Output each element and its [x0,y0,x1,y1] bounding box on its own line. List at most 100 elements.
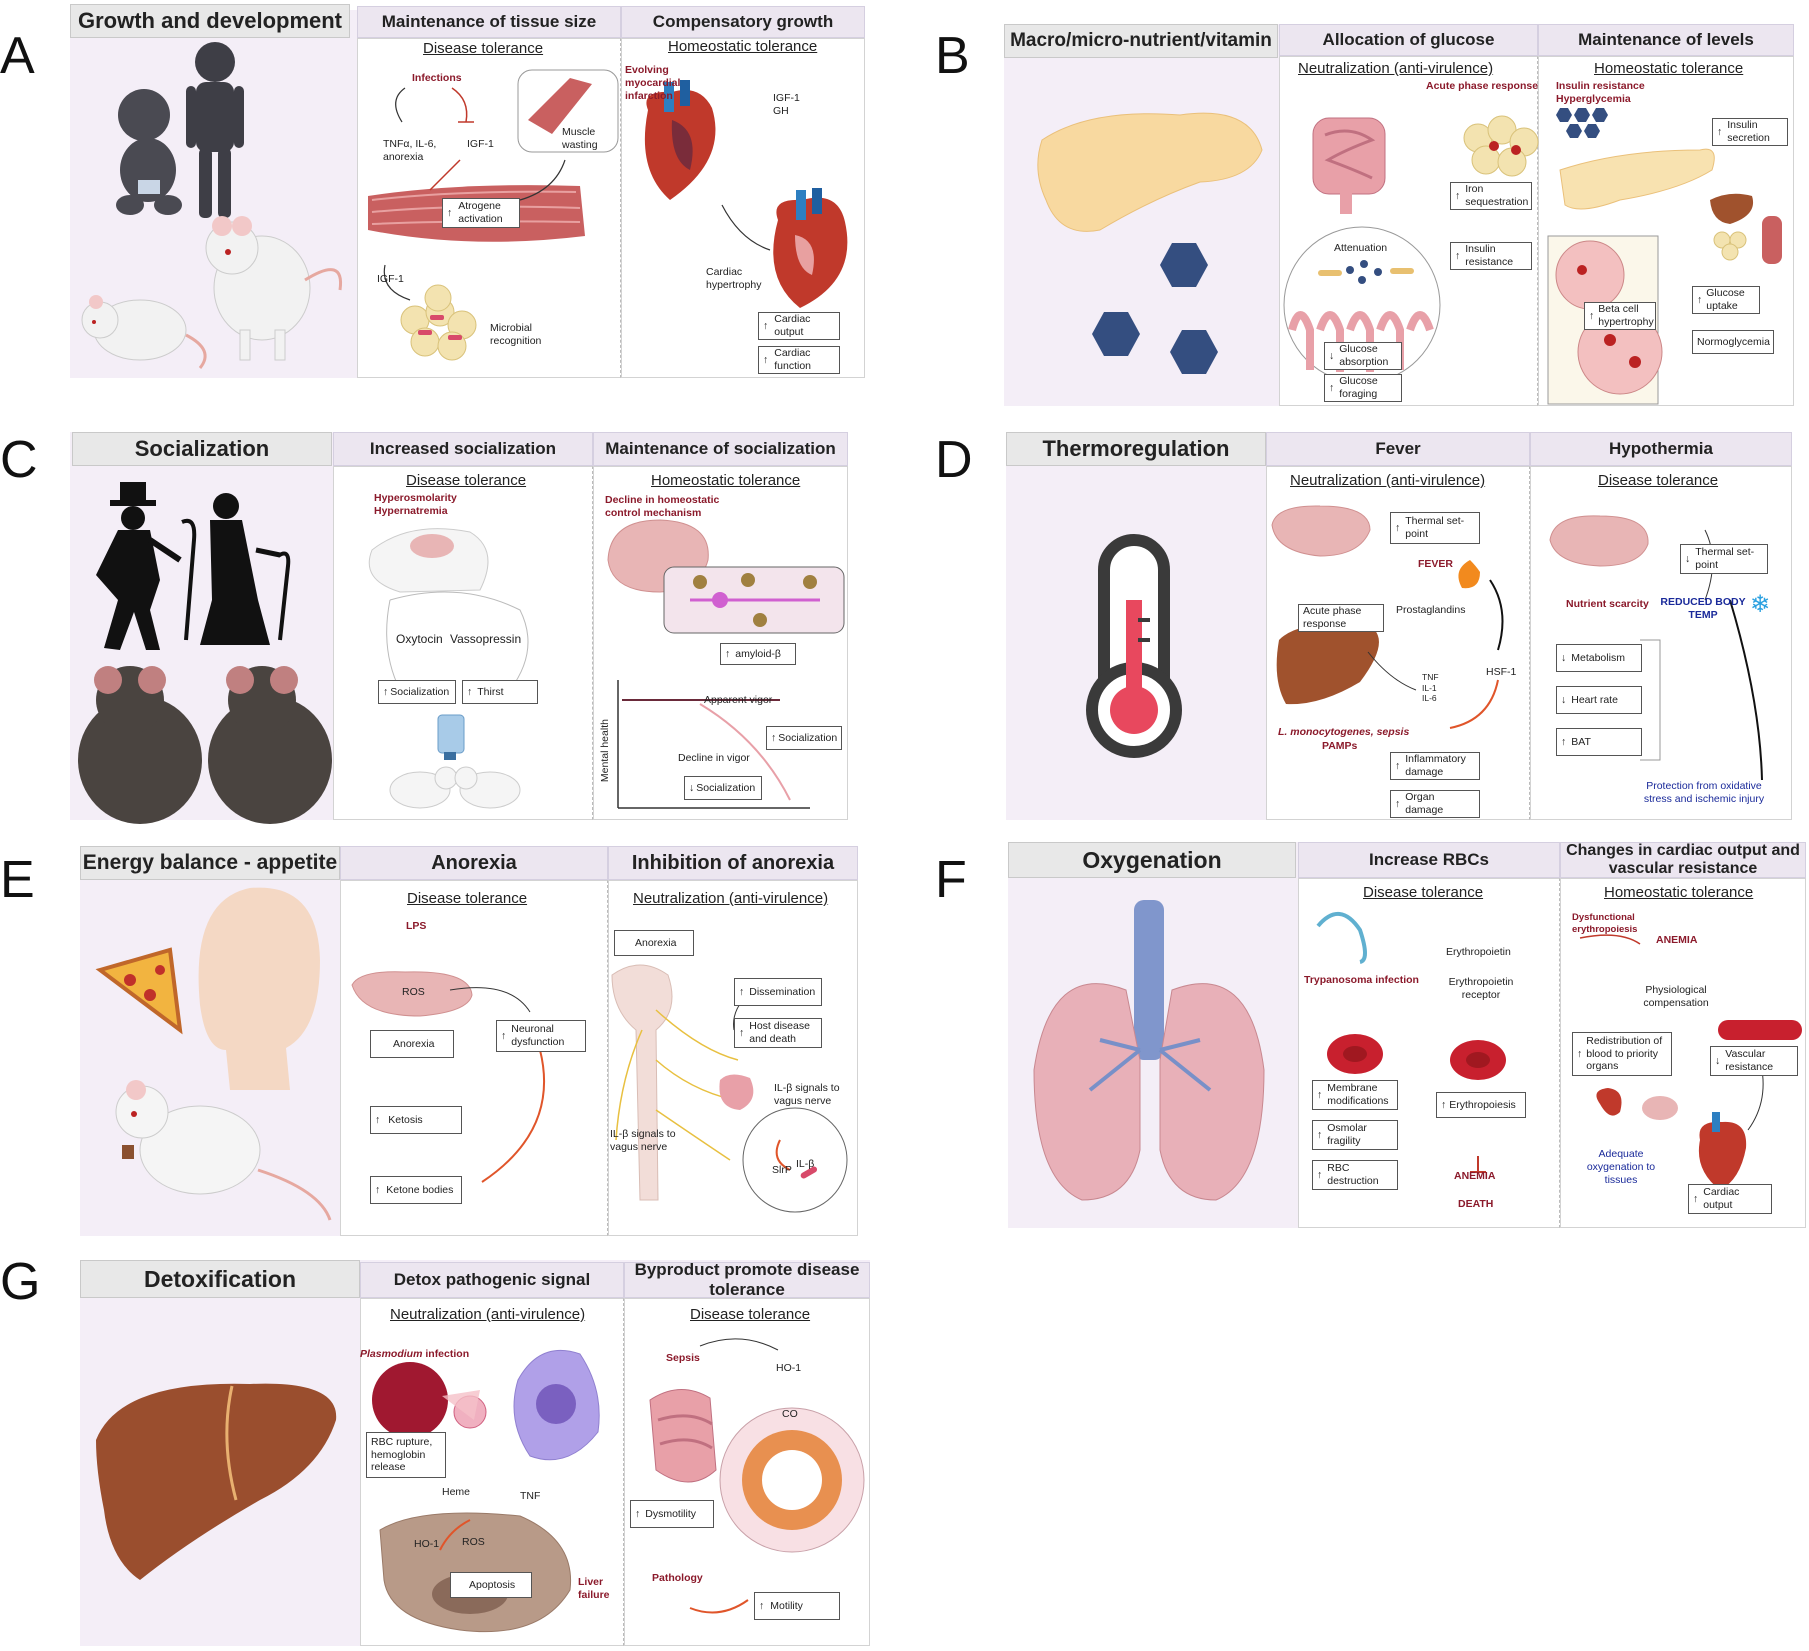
f-rbcd-box: ↑ RBC destruction [1312,1160,1398,1190]
e-ilb2: IL-β signals to vagus nerve [610,1128,676,1154]
hexagon-icon-3 [1170,330,1218,374]
panel-letter-c: C [0,431,38,489]
d-metab-box: ↓ Metabolism [1556,644,1642,672]
d-protect: Protection from oxidative stress and isc… [1643,780,1765,806]
d-acute-box: Acute phase response [1298,604,1384,632]
trypanosoma-icon [1316,912,1367,964]
panel-c-sub2: Maintenance of socialization [593,432,848,466]
panel-d-tol1: Neutralization (anti-virulence) [1290,472,1486,489]
c-social3-box: ↓Socialization [684,776,762,800]
panel-letter-e: E [0,851,35,909]
child-icon [186,42,244,218]
panel-f-title: Oxygenation [1008,842,1296,878]
panel-e-title: Energy balance - appetite [80,846,340,880]
snowflake-icon: ❄ [1750,591,1771,618]
brain-small-icon [1642,1096,1678,1120]
panel-e-sub2: Inhibition of anorexia [608,846,858,880]
elderly-people-icon [96,482,291,650]
g-dysmo-box: ↑ Dysmotility [630,1500,714,1528]
panel-d-tol2: Disease tolerance [1598,472,1719,489]
panel-f-tol2: Homeostatic tolerance [1604,884,1754,901]
intestine-icon [649,1389,717,1483]
panel-c-tol2: Homeostatic tolerance [651,472,801,489]
f-osmolar-box: ↑ Osmolar fragility [1312,1120,1398,1150]
lungs-icon [1033,900,1265,1201]
b-glucose-for-box: ↑ Glucose foraging [1324,374,1402,402]
panel-f-tol1: Disease tolerance [1363,884,1484,901]
f-adequate: Adequate oxygenation to tissues [1586,1148,1656,1187]
f-membrane-box: ↑ Membrane modifications [1312,1080,1398,1110]
e-ros: ROS [402,986,425,998]
g-patho: Pathology [652,1572,703,1584]
panel-letter-f: F [935,851,967,909]
panel-letter-a: A [0,27,35,85]
heart-small-icon [1596,1088,1622,1116]
e-lps: LPS [406,920,427,932]
e-anorexia-box: Anorexia [370,1030,454,1058]
e-ketosis-box: ↑ Ketosis [370,1106,462,1134]
d-fever: FEVER [1418,558,1454,570]
human-head-icon [198,887,320,1090]
panel-c-sub1: Increased socialization [333,432,593,466]
panel-e-illustration [95,887,848,1221]
d-heart-box: ↓ Heart rate [1556,686,1642,714]
intestine-icon [719,1074,754,1110]
baby-icon [116,89,182,215]
panel-g-title: Detoxification [80,1260,360,1298]
e-dissem-box: ↑ Dissemination [734,978,822,1006]
panel-d: Thermoregulation Fever Hypothermia Neutr… [1006,432,1792,820]
panel-g-sub1: Detox pathogenic signal [360,1262,624,1298]
microbe-cluster-icon [400,284,477,361]
panel-b: Macro/micro-nutrient/vitamin Allocation … [0,0,1809,420]
e-anorexia2-box: Anorexia [614,930,694,956]
f-anemia: ANEMIA [1454,1170,1496,1182]
zoom-circle [742,1107,848,1213]
black-mouse-icon [78,666,202,824]
e-ilb: IL-β [796,1158,815,1170]
d-bat-box: ↑ BAT [1556,728,1642,756]
f-death: DEATH [1458,1198,1494,1210]
d-thermal2-box: ↓ Thermal set-point [1680,544,1768,574]
panel-d-sub1: Fever [1266,432,1530,466]
a-igf1: IGF-1 [467,138,494,150]
a-igf-gh: IGF-1 GH [773,92,800,118]
panel-letter-d: D [935,431,973,489]
d-prosta: Prostaglandins [1396,604,1466,616]
muscle-small-icon [1762,216,1782,264]
heart-icon [1698,1121,1747,1190]
f-cardiac-box: ↑ Cardiac output [1688,1184,1772,1214]
panel-g-sub2: Byproduct promote disease tolerance [624,1260,870,1299]
liver-icon [1276,623,1379,705]
panel-a: Growth and development Maintenance of ti… [0,0,900,400]
panel-g-tol2: Disease tolerance [690,1306,811,1323]
hexagon-icon [1160,243,1208,287]
a-tnf: TNFα, IL-6, anorexia [383,138,437,164]
f-epo: Erythropoietin [1446,946,1511,958]
d-tnf: TNF IL-1 IL-6 [1422,672,1439,704]
g-heme: Heme [442,1486,471,1498]
d-pamps: PAMPs [1322,740,1358,752]
c-social2-box: ↑Socialization [766,726,842,750]
mouse-small-icon [81,295,207,369]
c-decline-vigor: Decline in vigor [678,752,750,764]
e-ketone-box: ↑ Ketone bodies [370,1176,462,1204]
liver-icon [96,1383,337,1580]
brain-icon [351,971,473,1017]
c-decline: Decline in homeostatic control mechanism [605,494,720,520]
g-motility-box: ↑ Motility [754,1592,840,1620]
panel-letter-g: G [0,1253,41,1311]
a-microbial: Microbial recognition [490,322,542,348]
c-hyper: Hyperosmolarity Hypernatremia [374,492,457,518]
black-mouse-icon-2 [208,666,332,824]
a-hypertrophy: Cardiac hypertrophy [706,266,762,292]
panel-a-sub2: Compensatory growth [621,6,865,38]
d-reduced: REDUCED BODY TEMP [1660,596,1746,622]
c-social-box: ↑Socialization [378,680,456,704]
panel-b-title: Macro/micro-nutrient/vitamin [1004,24,1278,58]
panel-a-sub1: Maintenance of tissue size [357,6,621,38]
panel-e-tol2: Neutralization (anti-virulence) [633,890,829,907]
a-infections: Infections [412,72,462,84]
panel-a-tol2: Homeostatic tolerance [668,38,818,55]
g-sepsis: Sepsis [666,1352,700,1364]
d-organ-box: ↑ Organ damage [1390,790,1480,818]
